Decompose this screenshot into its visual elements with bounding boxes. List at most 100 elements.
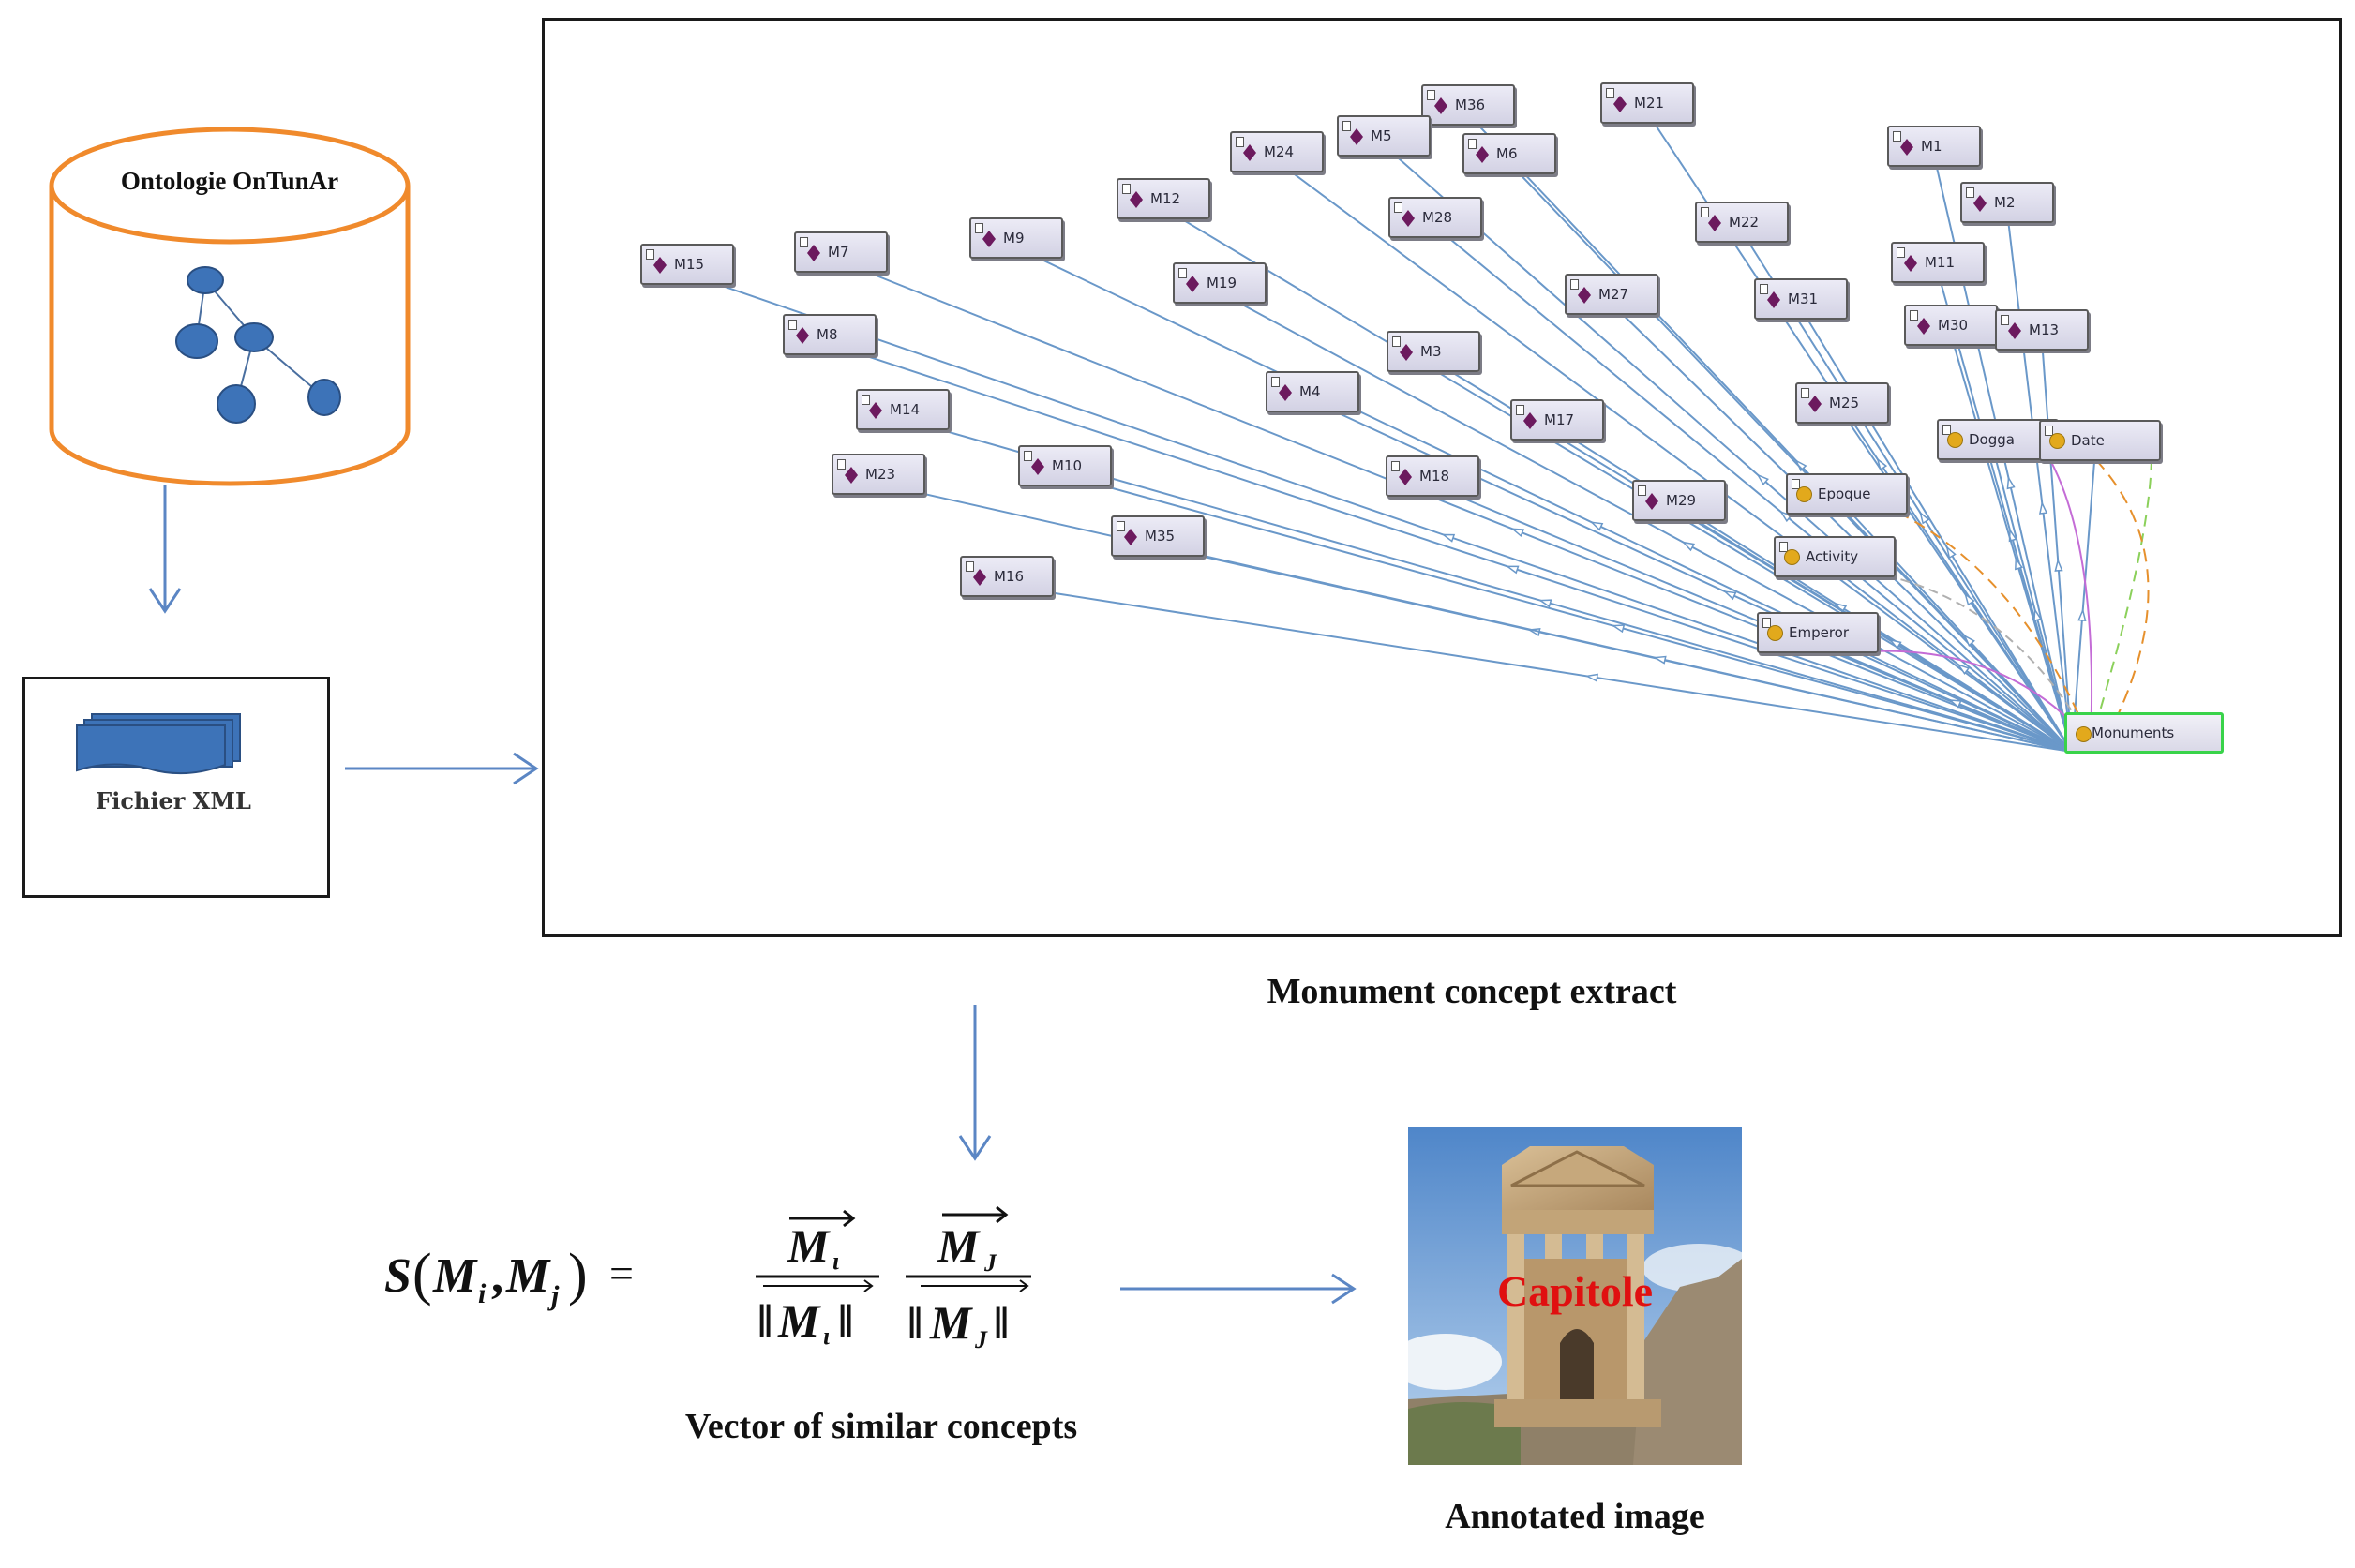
graph-node: M5	[1337, 115, 1431, 157]
edge-arrowhead	[1584, 673, 1599, 682]
class-dot-icon	[1767, 625, 1783, 641]
graph-edge	[1841, 411, 2073, 753]
graph-edge	[1829, 565, 2073, 753]
graph-edge	[840, 261, 2073, 753]
graph-edge	[1276, 160, 2073, 753]
edge-arrowhead	[1919, 511, 1930, 525]
pin-icon	[800, 237, 808, 247]
individual-diamond-icon	[1578, 287, 1591, 304]
individual-diamond-icon	[2008, 322, 2021, 339]
graph-node-label: M17	[1544, 411, 1575, 428]
pin-icon	[1394, 202, 1402, 213]
edge-arrowhead	[1957, 663, 1971, 675]
graph-node: M36	[1421, 84, 1515, 126]
individual-diamond-icon	[845, 467, 858, 484]
graph-node-label: M14	[890, 401, 921, 418]
pin-icon	[1468, 139, 1477, 149]
pin-icon	[1122, 184, 1131, 194]
graph-edges	[686, 112, 2152, 753]
graph-node-label: M9	[1003, 230, 1025, 246]
graph-node: M8	[783, 314, 877, 355]
pin-icon	[1779, 542, 1788, 552]
class-dot-icon	[2049, 433, 2065, 449]
graph-node-label: Epoque	[1818, 485, 1871, 502]
pin-icon	[2001, 315, 2009, 325]
graph-node: M22	[1695, 202, 1789, 243]
graph-node-label: M1	[1921, 138, 1942, 155]
graph-node: M15	[640, 244, 734, 285]
svg-text:‖: ‖	[838, 1294, 853, 1347]
pin-icon	[1942, 425, 1951, 435]
pin-icon	[1236, 137, 1244, 147]
individual-diamond-icon	[1434, 97, 1448, 114]
svg-text:M: M	[787, 1219, 831, 1272]
svg-text:‖: ‖	[758, 1294, 772, 1347]
graph-node-label: M27	[1598, 286, 1629, 303]
graph-node-label: M21	[1634, 95, 1665, 112]
graph-node: M7	[794, 231, 888, 273]
svg-text:i: i	[478, 1278, 487, 1309]
graph-node: M28	[1388, 197, 1482, 238]
graph-node-label: M12	[1150, 190, 1181, 207]
graph-node-label: M35	[1145, 528, 1176, 545]
arrow-down-icon	[958, 1005, 992, 1161]
pin-icon	[1178, 268, 1187, 278]
pin-icon	[1516, 405, 1524, 415]
graph-node-label: M4	[1299, 383, 1321, 400]
graph-node-label: Emperor	[1789, 624, 1850, 641]
pin-icon	[1792, 479, 1800, 489]
pin-icon	[837, 459, 846, 470]
individual-diamond-icon	[1613, 96, 1627, 112]
pin-icon	[1801, 388, 1809, 398]
individual-diamond-icon	[1708, 215, 1721, 231]
pin-icon	[862, 395, 870, 405]
graph-edge	[1611, 303, 2073, 753]
graph-node-label: M15	[674, 256, 705, 273]
arrow-down-icon	[148, 485, 182, 614]
graph-edge	[2041, 338, 2073, 753]
edge-arrowhead	[1964, 592, 1975, 606]
edge-arrowhead	[1510, 528, 1525, 538]
pin-icon	[1638, 485, 1646, 496]
edge-arrowhead	[1963, 634, 1975, 647]
graph-edge	[829, 343, 2073, 753]
individual-diamond-icon	[1900, 139, 1913, 156]
graph-node: M19	[1173, 262, 1267, 304]
class-dot-icon	[2076, 726, 2092, 742]
graph-node: M21	[1600, 82, 1694, 124]
svg-text:M: M	[929, 1296, 973, 1349]
graph-node-label: M16	[994, 568, 1025, 585]
svg-text:‖: ‖	[908, 1296, 922, 1349]
graph-caption: Monument concept extract	[1267, 972, 1677, 1011]
pin-icon	[1117, 521, 1125, 531]
individual-diamond-icon	[1400, 344, 1413, 361]
svg-text:j: j	[548, 1280, 560, 1311]
pin-icon	[1893, 131, 1901, 142]
annotated-image: Capitole	[1408, 1127, 1742, 1465]
edge-arrowhead	[1538, 599, 1552, 608]
class-dot-icon	[1784, 549, 1800, 565]
graph-edge	[1800, 307, 2073, 753]
vector-caption: Vector of similar concepts	[684, 1407, 1078, 1446]
individual-diamond-icon	[1031, 458, 1044, 475]
graph-node-label: Date	[2071, 432, 2105, 449]
pin-icon	[1966, 187, 1974, 198]
graph-edge	[1508, 162, 2073, 753]
annotation-overlay-text: Capitole	[1497, 1267, 1653, 1315]
pin-icon	[966, 561, 974, 572]
graph-node: M12	[1117, 178, 1210, 219]
graph-edge	[1162, 207, 2073, 753]
graph-edge	[2071, 449, 2096, 753]
graph-node: M11	[1891, 242, 1985, 283]
edge-arrowhead	[1681, 541, 1696, 552]
individual-diamond-icon	[1476, 146, 1489, 163]
individual-diamond-icon	[1186, 276, 1199, 292]
edge-arrowhead	[2054, 558, 2063, 572]
graph-node-label: Monuments	[2092, 724, 2175, 741]
edge-arrowhead	[2006, 475, 2016, 490]
edge-arrowhead	[1948, 699, 1962, 709]
graph-node: M16	[960, 556, 1054, 597]
graph-node-label: M7	[828, 244, 849, 261]
graph-edge	[1992, 448, 2073, 753]
